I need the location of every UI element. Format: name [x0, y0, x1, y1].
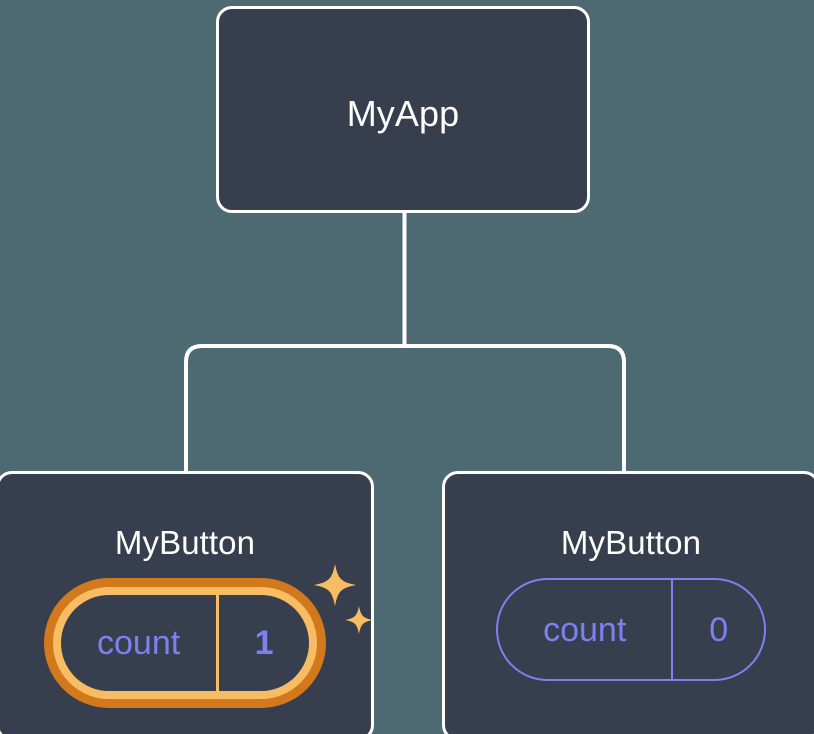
state-pill-highlighted[interactable]: count 1 — [44, 578, 326, 708]
node-title: MyApp — [346, 93, 460, 134]
node-mybutton-right[interactable]: MyButton count 0 — [442, 471, 814, 734]
node-title: MyButton — [114, 524, 256, 561]
state-key: count — [97, 624, 181, 662]
state-pill-divider — [216, 595, 220, 691]
state-pill-divider — [671, 580, 674, 679]
state-pill-container: count 1 — [0, 578, 371, 708]
node-myapp[interactable]: MyApp — [216, 6, 590, 213]
state-value: 1 — [254, 624, 274, 662]
state-pill-container: count 0 — [445, 578, 814, 681]
state-pill[interactable]: count 0 — [496, 578, 766, 681]
state-value: 0 — [709, 610, 729, 649]
node-mybutton-left[interactable]: MyButton count 1 — [0, 471, 374, 734]
node-title: MyButton — [560, 524, 702, 561]
connector-branch-bus — [184, 344, 626, 474]
state-key: count — [543, 610, 627, 649]
state-pill-inner: count 1 — [61, 595, 309, 691]
